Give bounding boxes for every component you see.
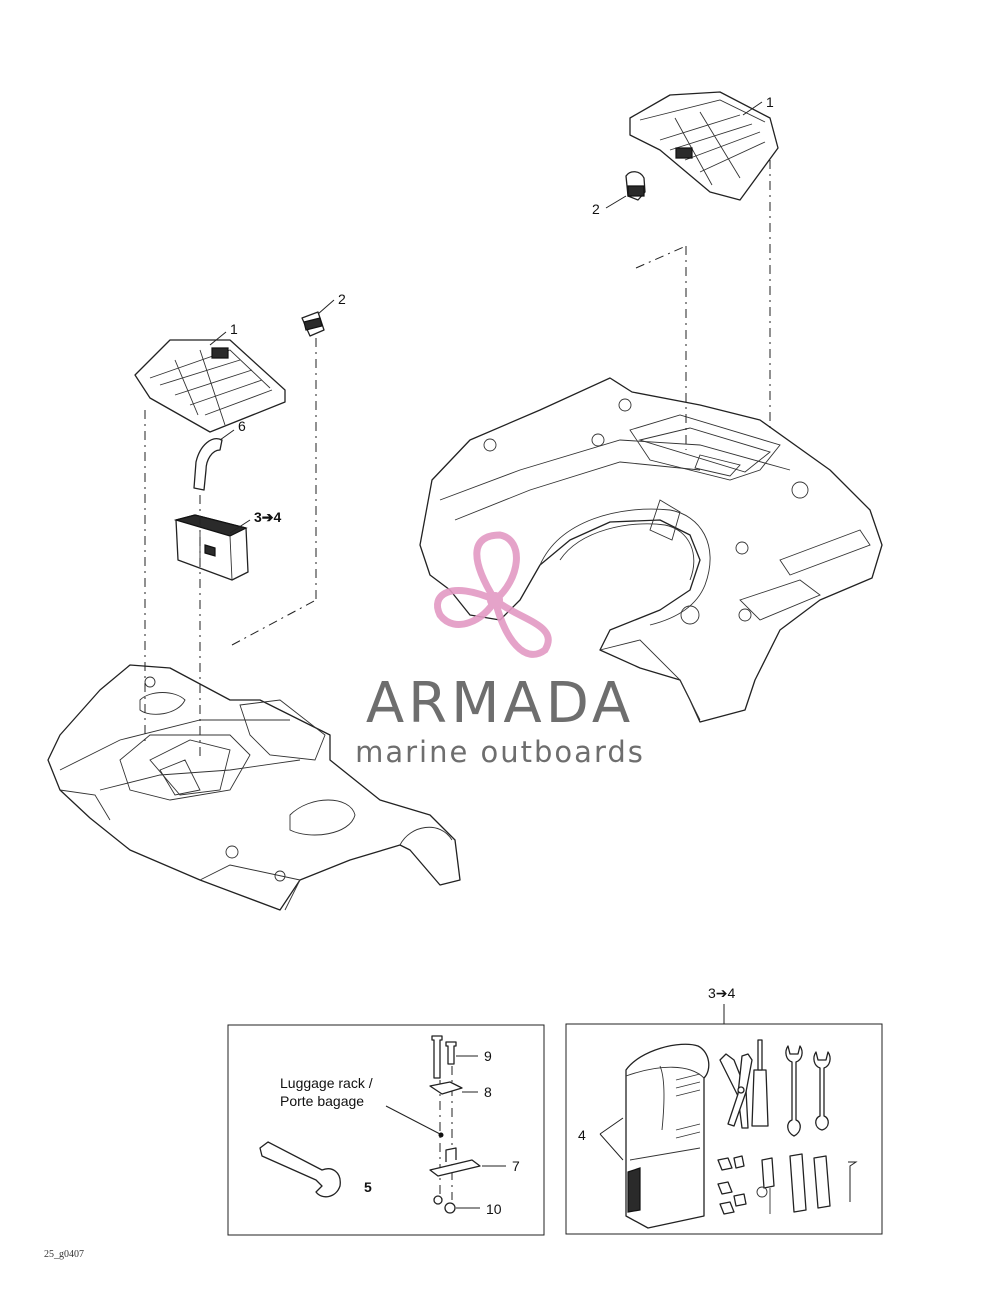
storage-lid-left — [134, 339, 286, 433]
luggage-rack-label-line2: Porte bagage — [280, 1093, 364, 1109]
rear-fender-large — [419, 377, 883, 723]
socket-wrench-icon — [789, 1153, 831, 1213]
callout-6: 6 — [238, 418, 246, 434]
luggage-rack-inset — [227, 1024, 545, 1236]
callout-3-4-left: 3➔4 — [254, 509, 282, 525]
projection-lines — [144, 160, 771, 760]
callout-1-left: 1 — [230, 321, 238, 337]
hex-key-icon — [848, 1161, 858, 1202]
rack-hardware — [429, 1035, 481, 1214]
callout-1-top-right: 1 — [766, 94, 774, 110]
callout-10: 10 — [486, 1201, 502, 1217]
screwdriver-icon — [751, 1039, 769, 1127]
callout-3-4-kit: 3➔4 — [708, 985, 736, 1001]
callout-8: 8 — [484, 1084, 492, 1100]
front-fender-left — [47, 664, 461, 911]
callout-9: 9 — [484, 1048, 492, 1064]
latch-top-right — [625, 171, 646, 201]
propeller-logo-icon — [434, 531, 552, 658]
callout-4: 4 — [578, 1127, 586, 1143]
watermark-tagline: marine outboards — [355, 735, 645, 769]
callout-7: 7 — [512, 1158, 520, 1174]
callout-2-top-right: 2 — [592, 201, 600, 217]
callout-5: 5 — [364, 1179, 372, 1195]
tool-kit-inset — [565, 1023, 883, 1235]
callout-2-left: 2 — [338, 291, 346, 307]
luggage-rack-label-line1: Luggage rack / — [280, 1075, 373, 1091]
latch-left — [301, 311, 325, 337]
tool-bag — [625, 1043, 710, 1229]
pliers-icon — [719, 1053, 753, 1129]
storage-lid-top-right — [629, 91, 779, 201]
spark-plug-tool-icon — [756, 1157, 775, 1214]
strap — [193, 438, 223, 491]
rack-wrench — [259, 1141, 341, 1198]
wrench-icon — [785, 1045, 831, 1137]
watermark-brand: ARMADA — [366, 671, 634, 736]
tool-kit-case — [173, 514, 249, 581]
drawing-code: 25_g0407 — [44, 1249, 84, 1260]
fuses-icon — [717, 1155, 747, 1215]
